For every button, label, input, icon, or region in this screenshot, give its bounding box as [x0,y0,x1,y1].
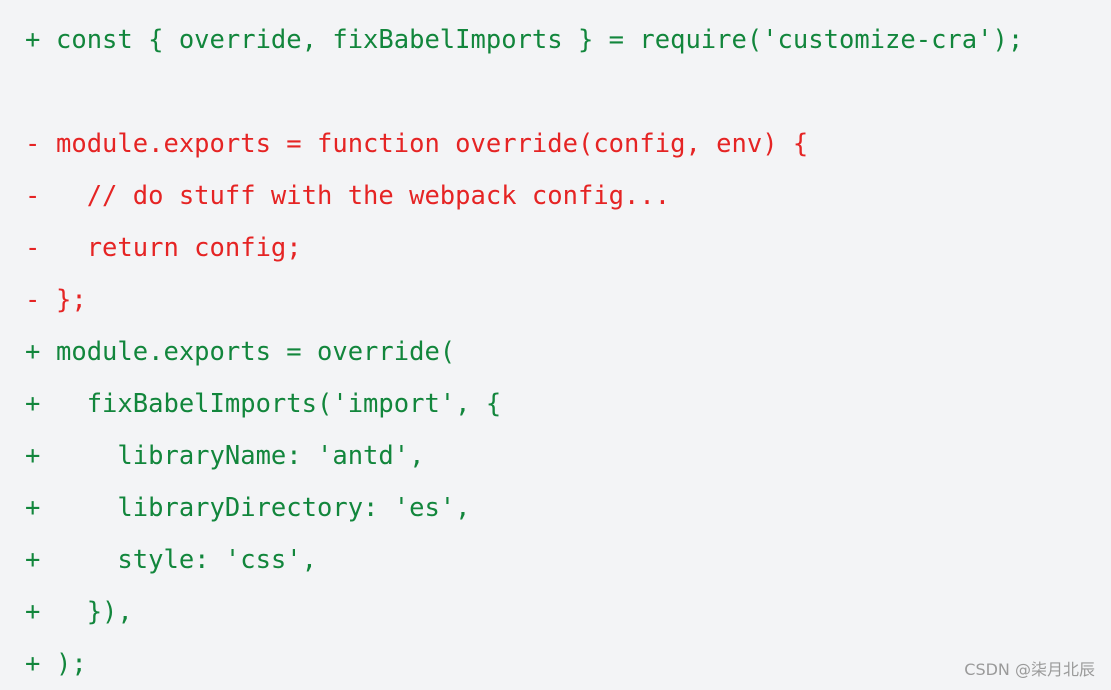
code-text: return config; [56,224,302,272]
removed-line: -}; [25,274,1111,326]
code-text: }; [56,276,87,324]
added-line: +const { override, fixBabelImports } = r… [25,14,1111,66]
diff-marker: + [25,588,56,636]
diff-marker: - [25,276,56,324]
diff-marker: - [25,224,56,272]
code-text: style: 'css', [56,536,317,584]
added-line: + style: 'css', [25,534,1111,586]
diff-marker: - [25,120,56,168]
removed-line: - return config; [25,222,1111,274]
diff-marker: + [25,432,56,480]
diff-marker: - [25,172,56,220]
added-line: +); [25,638,1111,690]
diff-marker: + [25,484,56,532]
added-line: + libraryDirectory: 'es', [25,482,1111,534]
code-lines: +const { override, fixBabelImports } = r… [25,14,1111,690]
code-text: // do stuff with the webpack config... [56,172,670,220]
code-text: ); [56,640,87,688]
diff-marker: + [25,380,56,428]
added-line: + fixBabelImports('import', { [25,378,1111,430]
code-text: fixBabelImports('import', { [56,380,501,428]
code-text: const { override, fixBabelImports } = re… [56,16,1023,64]
code-text: }), [56,588,133,636]
diff-marker: + [25,16,56,64]
code-text: libraryName: 'antd', [56,432,424,480]
removed-line: - // do stuff with the webpack config... [25,170,1111,222]
blank-line [25,66,1111,118]
removed-line: -module.exports = function override(conf… [25,118,1111,170]
code-text: libraryDirectory: 'es', [56,484,471,532]
code-text: module.exports = function override(confi… [56,120,808,168]
diff-marker: + [25,328,56,376]
added-line: + libraryName: 'antd', [25,430,1111,482]
code-text: module.exports = override( [56,328,455,376]
watermark: CSDN @柒月北辰 [964,656,1095,680]
added-line: +module.exports = override( [25,326,1111,378]
added-line: + }), [25,586,1111,638]
diff-marker: + [25,536,56,584]
diff-marker: + [25,640,56,688]
